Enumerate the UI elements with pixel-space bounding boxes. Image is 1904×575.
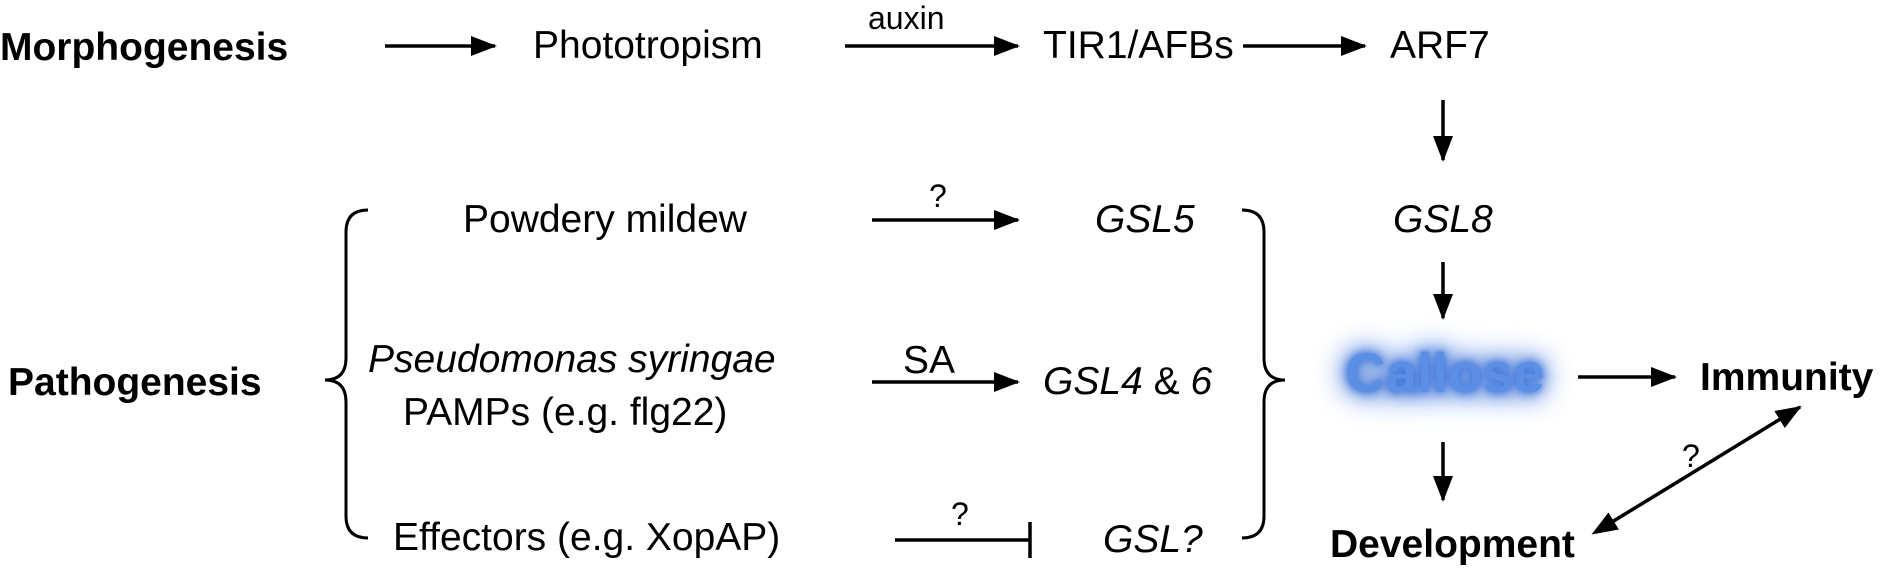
label-gsl5: GSL5: [1095, 198, 1195, 241]
label-question-powdery: ?: [929, 178, 947, 214]
label-gsl-unknown: GSL?: [1103, 518, 1203, 561]
label-callose: Callose: [1345, 341, 1545, 404]
label-gsl8: GSL8: [1393, 198, 1493, 241]
right-brace: [1241, 208, 1286, 540]
label-powdery-mildew: Powdery mildew: [463, 198, 747, 241]
label-gsl4: GSL4: [1043, 360, 1143, 403]
label-pseudomonas: Pseudomonas syringae: [368, 338, 776, 381]
label-immunity: Immunity: [1700, 356, 1874, 399]
label-pamps: PAMPs (e.g. flg22): [403, 391, 728, 434]
label-gsl4-and-6: GSL4 & 6: [1043, 362, 1212, 401]
label-morphogenesis: Morphogenesis: [0, 26, 289, 69]
label-question-effectors: ?: [951, 496, 969, 532]
label-tir1-afbs: TIR1/AFBs: [1043, 24, 1234, 67]
label-six: 6: [1190, 360, 1213, 403]
label-pathogenesis: Pathogenesis: [8, 361, 262, 404]
label-phototropism: Phototropism: [533, 24, 763, 67]
label-question-crosstalk: ?: [1682, 438, 1700, 474]
label-auxin: auxin: [868, 0, 945, 36]
label-development: Development: [1330, 523, 1575, 566]
arrow-immunity-development: [1591, 405, 1802, 535]
label-arf7: ARF7: [1390, 24, 1490, 67]
label-effectors: Effectors (e.g. XopAP): [393, 516, 781, 559]
label-sa: SA: [903, 339, 956, 382]
left-brace: [324, 208, 369, 540]
label-ampersand: &: [1153, 360, 1180, 403]
